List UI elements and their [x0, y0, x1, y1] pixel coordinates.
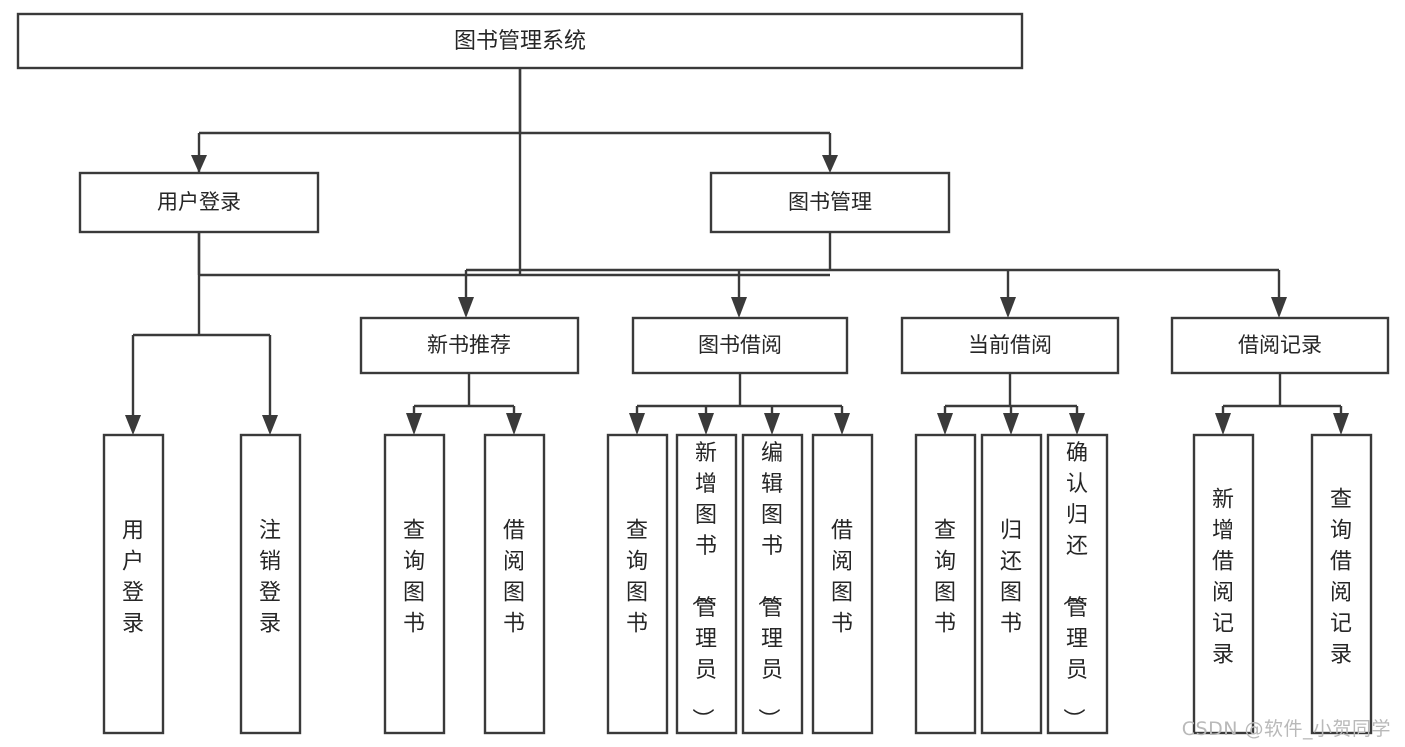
- leaf-label-11: 确认归还（管理员）: [1060, 441, 1088, 730]
- node-borrow-record[interactable]: 借阅记录: [1170, 316, 1390, 375]
- arrowhead-leaf-12: [1215, 413, 1231, 435]
- node-user-login-box[interactable]: [78, 171, 320, 234]
- leaf-box-5[interactable]: [606, 433, 669, 735]
- leaf-node[interactable]: 查询图书: [914, 433, 977, 735]
- arrowhead-record: [1271, 297, 1287, 318]
- leaf-label-1: 用户登录: [122, 519, 144, 637]
- node-borrow-record-label: 借阅记录: [1238, 333, 1322, 357]
- leaf-box-1[interactable]: [102, 433, 165, 735]
- leaf-label-7: 编辑图书（管理员）: [755, 441, 783, 730]
- leaf-node[interactable]: 借阅图书: [811, 433, 874, 735]
- arrowhead-leaf-4: [506, 413, 522, 435]
- connector-userlogin-group: [125, 232, 278, 435]
- node-user-login[interactable]: 用户登录: [78, 171, 320, 234]
- leaf-label-4: 借阅图书: [503, 519, 525, 637]
- connector-bookmgmt-group: [458, 232, 1287, 318]
- node-book-management-label: 图书管理: [788, 190, 872, 214]
- arrowhead-leaf-1: [125, 415, 141, 435]
- connector-layer: [125, 68, 1349, 435]
- leaf-node[interactable]: 查询图书: [606, 433, 669, 735]
- leaf-label-9: 查询图书: [934, 519, 956, 637]
- node-current-borrow[interactable]: 当前借阅: [900, 316, 1120, 375]
- arrowhead-newbook: [458, 297, 474, 318]
- leaf-box-8[interactable]: [811, 433, 874, 735]
- connector-root-group: [191, 68, 838, 173]
- node-book-borrow-box[interactable]: [631, 316, 849, 375]
- arrowhead-leaf-8: [834, 413, 850, 435]
- leaf-node[interactable]: 新增借阅记录: [1192, 433, 1255, 735]
- leaf-node[interactable]: 借阅图书: [483, 433, 546, 735]
- leaf-node-group: 用户登录 注销登录 查询图书 借阅图书 查询图书 新增图书（管理员）: [102, 433, 1373, 735]
- leaf-label-2: 注销登录: [259, 519, 281, 637]
- leaf-box-11[interactable]: [1046, 433, 1109, 735]
- node-new-book-recommend[interactable]: 新书推荐: [359, 316, 580, 375]
- leaf-label-5: 查询图书: [626, 519, 648, 637]
- leaf-box-12[interactable]: [1192, 433, 1255, 735]
- node-new-book-recommend-label: 新书推荐: [427, 333, 511, 357]
- leaf-box-9[interactable]: [914, 433, 977, 735]
- leaf-box-3[interactable]: [383, 433, 446, 735]
- arrowhead-userlogin: [191, 155, 207, 173]
- node-root[interactable]: 图书管理系统: [16, 12, 1024, 70]
- arrowhead-leaf-9: [937, 413, 953, 435]
- node-root-label: 图书管理系统: [454, 29, 586, 54]
- leaf-label-12: 新增借阅记录: [1212, 488, 1234, 668]
- node-root-box[interactable]: [16, 12, 1024, 70]
- leaf-label-13: 查询借阅记录: [1330, 488, 1352, 668]
- leaf-box-2[interactable]: [239, 433, 302, 735]
- leaf-node[interactable]: 确认归还（管理员）: [1046, 433, 1109, 735]
- arrowhead-leaf-6: [698, 413, 714, 435]
- arrowhead-leaf-7: [764, 413, 780, 435]
- arrowhead-leaf-3: [406, 413, 422, 435]
- leaf-box-13[interactable]: [1310, 433, 1373, 735]
- arrowhead-borrow: [731, 297, 747, 318]
- node-user-login-label: 用户登录: [157, 190, 241, 214]
- connector-newbook-group: [406, 373, 522, 435]
- node-book-management[interactable]: 图书管理: [709, 171, 951, 234]
- leaf-label-10: 归还图书: [1000, 519, 1022, 637]
- node-new-book-recommend-box[interactable]: [359, 316, 580, 375]
- node-book-borrow[interactable]: 图书借阅: [631, 316, 849, 375]
- leaf-node[interactable]: 归还图书: [980, 433, 1043, 735]
- node-borrow-record-box[interactable]: [1170, 316, 1390, 375]
- leaf-label-6: 新增图书（管理员）: [689, 441, 717, 730]
- leaf-node[interactable]: 查询借阅记录: [1310, 433, 1373, 735]
- leaf-label-3: 查询图书: [403, 519, 425, 637]
- arrowhead-leaf-10: [1003, 413, 1019, 435]
- leaf-box-4[interactable]: [483, 433, 546, 735]
- leaf-node[interactable]: 注销登录: [239, 433, 302, 735]
- arrowhead-leaf-2: [262, 415, 278, 435]
- connector-current-group: [937, 373, 1085, 435]
- connector-record-group: [1215, 373, 1349, 435]
- leaf-label-8: 借阅图书: [831, 519, 853, 637]
- leaf-box-6[interactable]: [675, 433, 738, 735]
- leaf-box-7[interactable]: [741, 433, 804, 735]
- leaf-node[interactable]: 用户登录: [102, 433, 165, 735]
- arrowhead-bookmgmt: [822, 155, 838, 173]
- node-current-borrow-box[interactable]: [900, 316, 1120, 375]
- arrowhead-leaf-13: [1333, 413, 1349, 435]
- node-book-management-box[interactable]: [709, 171, 951, 234]
- leaf-node[interactable]: 编辑图书（管理员）: [741, 433, 804, 735]
- node-book-borrow-label: 图书借阅: [698, 333, 782, 357]
- connector-borrow-group: [629, 373, 850, 435]
- node-current-borrow-label: 当前借阅: [968, 333, 1052, 357]
- leaf-node[interactable]: 新增图书（管理员）: [675, 433, 738, 735]
- leaf-box-10[interactable]: [980, 433, 1043, 735]
- leaf-node[interactable]: 查询图书: [383, 433, 446, 735]
- arrowhead-leaf-5: [629, 413, 645, 435]
- arrowhead-leaf-11: [1069, 413, 1085, 435]
- arrowhead-current: [1000, 297, 1016, 318]
